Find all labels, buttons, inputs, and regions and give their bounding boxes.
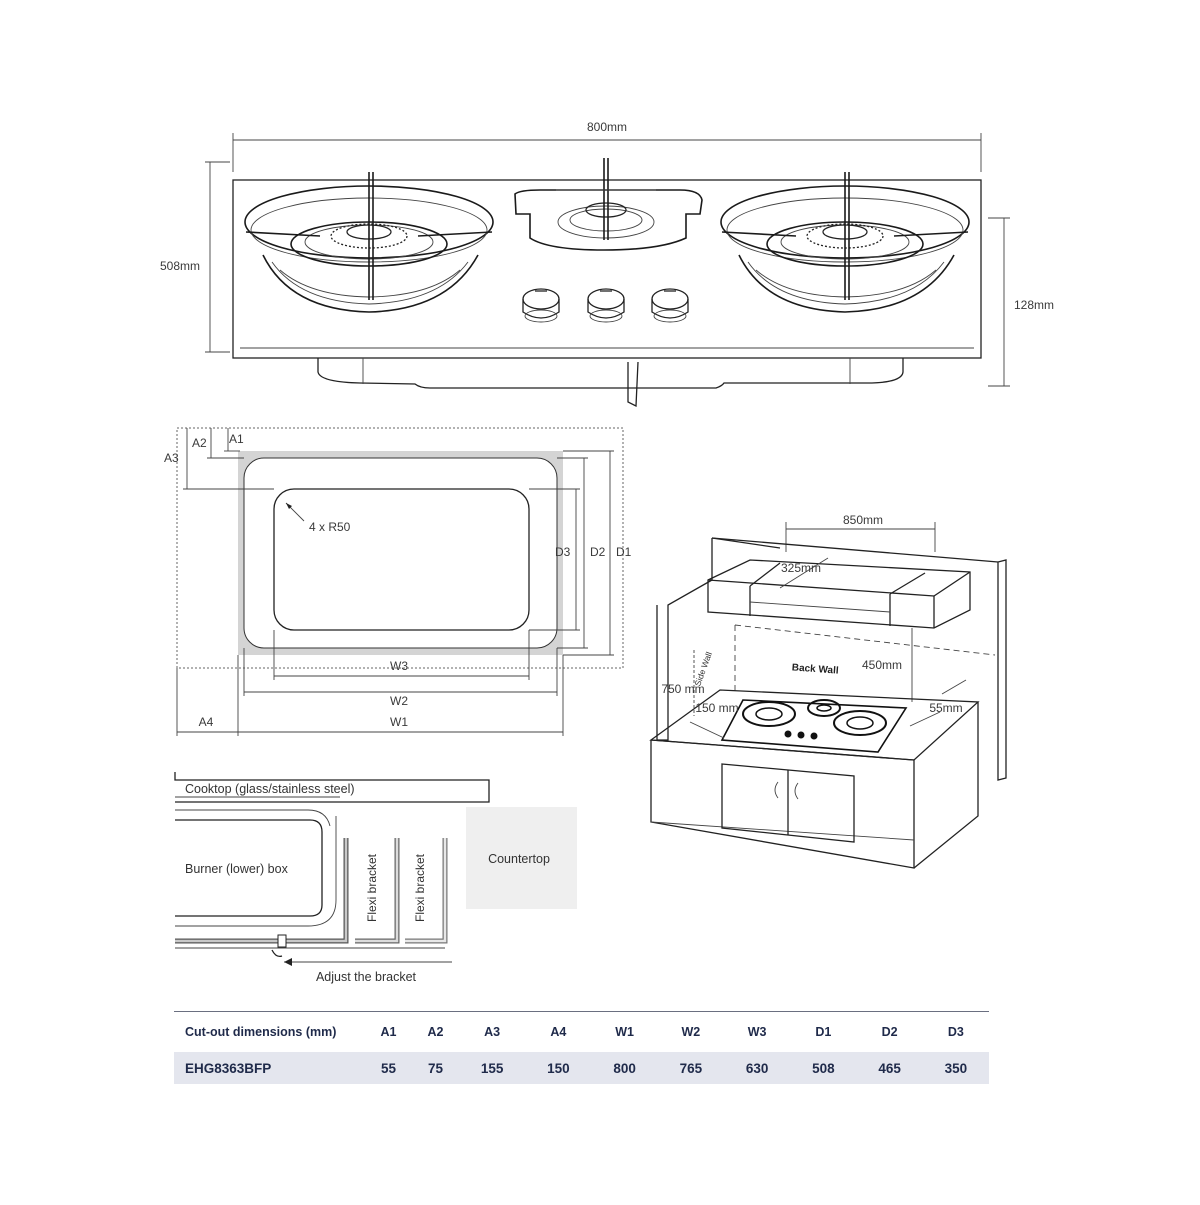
col-a4: A4 — [550, 1025, 567, 1039]
w1-label: W1 — [390, 715, 408, 729]
right-burner — [720, 172, 970, 313]
col-a1: A1 — [380, 1025, 397, 1039]
w2-label: W2 — [390, 694, 408, 708]
countertop-label: Countertop — [488, 852, 550, 866]
cooktop-top-view: 800mm 508mm 128mm — [160, 120, 1054, 408]
knob-left — [522, 288, 560, 323]
depth-dimension-label: 508mm — [160, 259, 200, 273]
flexi-bracket-label-2: Flexi bracket — [413, 853, 427, 922]
col-d2: D2 — [881, 1025, 898, 1039]
adjust-bracket-label: Adjust the bracket — [316, 970, 417, 984]
hood-height-label: 450mm — [862, 658, 902, 672]
knob-center — [587, 288, 625, 323]
cutout-dimensions-table: Cut-out dimensions (mm) A1 A2 A3 A4 W1 W… — [174, 1011, 989, 1084]
w3-label: W3 — [390, 659, 408, 673]
value-d1: 508 — [790, 1052, 857, 1084]
value-a3: 155 — [458, 1052, 526, 1084]
installation-section: Countertop Cooktop (glass/stainless stee… — [174, 772, 577, 984]
side-height-label: 750 mm — [661, 682, 704, 696]
cutout-diagram: 4 x R50 A1 A2 A3 D1 D2 D3 W3 W2 — [164, 427, 632, 736]
col-d3: D3 — [947, 1025, 964, 1039]
d2-label: D2 — [590, 545, 606, 559]
table-header-title: Cut-out dimensions (mm) — [185, 1025, 337, 1039]
d1-label: D1 — [616, 545, 632, 559]
value-a4: 150 — [525, 1052, 592, 1084]
col-w3: W3 — [747, 1025, 767, 1039]
value-d3: 350 — [922, 1052, 989, 1084]
cooktop-label: Cooktop (glass/stainless steel) — [185, 782, 355, 796]
left-burner — [244, 172, 494, 313]
burner-box-label: Burner (lower) box — [185, 862, 289, 876]
d3-label: D3 — [555, 545, 571, 559]
col-w1: W1 — [615, 1025, 634, 1039]
value-w1: 800 — [591, 1052, 658, 1084]
hood-gap-label: 325mm — [781, 561, 821, 575]
width-dimension-label: 800mm — [587, 120, 627, 134]
center-burner — [514, 158, 703, 251]
height-dimension-label: 128mm — [1014, 298, 1054, 312]
value-a1: 55 — [365, 1052, 412, 1084]
a1-label: A1 — [229, 432, 244, 446]
value-d2: 465 — [856, 1052, 923, 1084]
side-gap-label: 150 mm — [695, 701, 738, 715]
a2-label: A2 — [192, 436, 207, 450]
table-header-row: Cut-out dimensions (mm) A1 A2 A3 A4 W1 W… — [174, 1011, 989, 1053]
hood-width-label: 850mm — [843, 513, 883, 527]
corner-radius-label: 4 x R50 — [309, 520, 351, 534]
back-wall-label: Back Wall — [791, 662, 839, 676]
a3-label: A3 — [164, 451, 179, 465]
value-w3: 630 — [723, 1052, 791, 1084]
col-a3: A3 — [484, 1025, 501, 1039]
flexi-bracket-label-1: Flexi bracket — [365, 853, 379, 922]
knob-right — [651, 288, 689, 323]
col-w2: W2 — [681, 1025, 701, 1039]
a4-label: A4 — [199, 715, 214, 729]
value-a2: 75 — [411, 1052, 459, 1084]
value-w2: 765 — [657, 1052, 724, 1084]
col-a2: A2 — [427, 1025, 444, 1039]
model-cell: EHG8363BFP — [174, 1052, 365, 1084]
table-row: EHG8363BFP 55 75 155 150 800 765 630 508… — [174, 1052, 989, 1084]
back-gap-label: 55mm — [929, 701, 962, 715]
col-d1: D1 — [815, 1025, 832, 1039]
kitchen-installation-view: 850mm 325mm Back Wall 450mm Side Wall 75… — [649, 513, 1007, 869]
